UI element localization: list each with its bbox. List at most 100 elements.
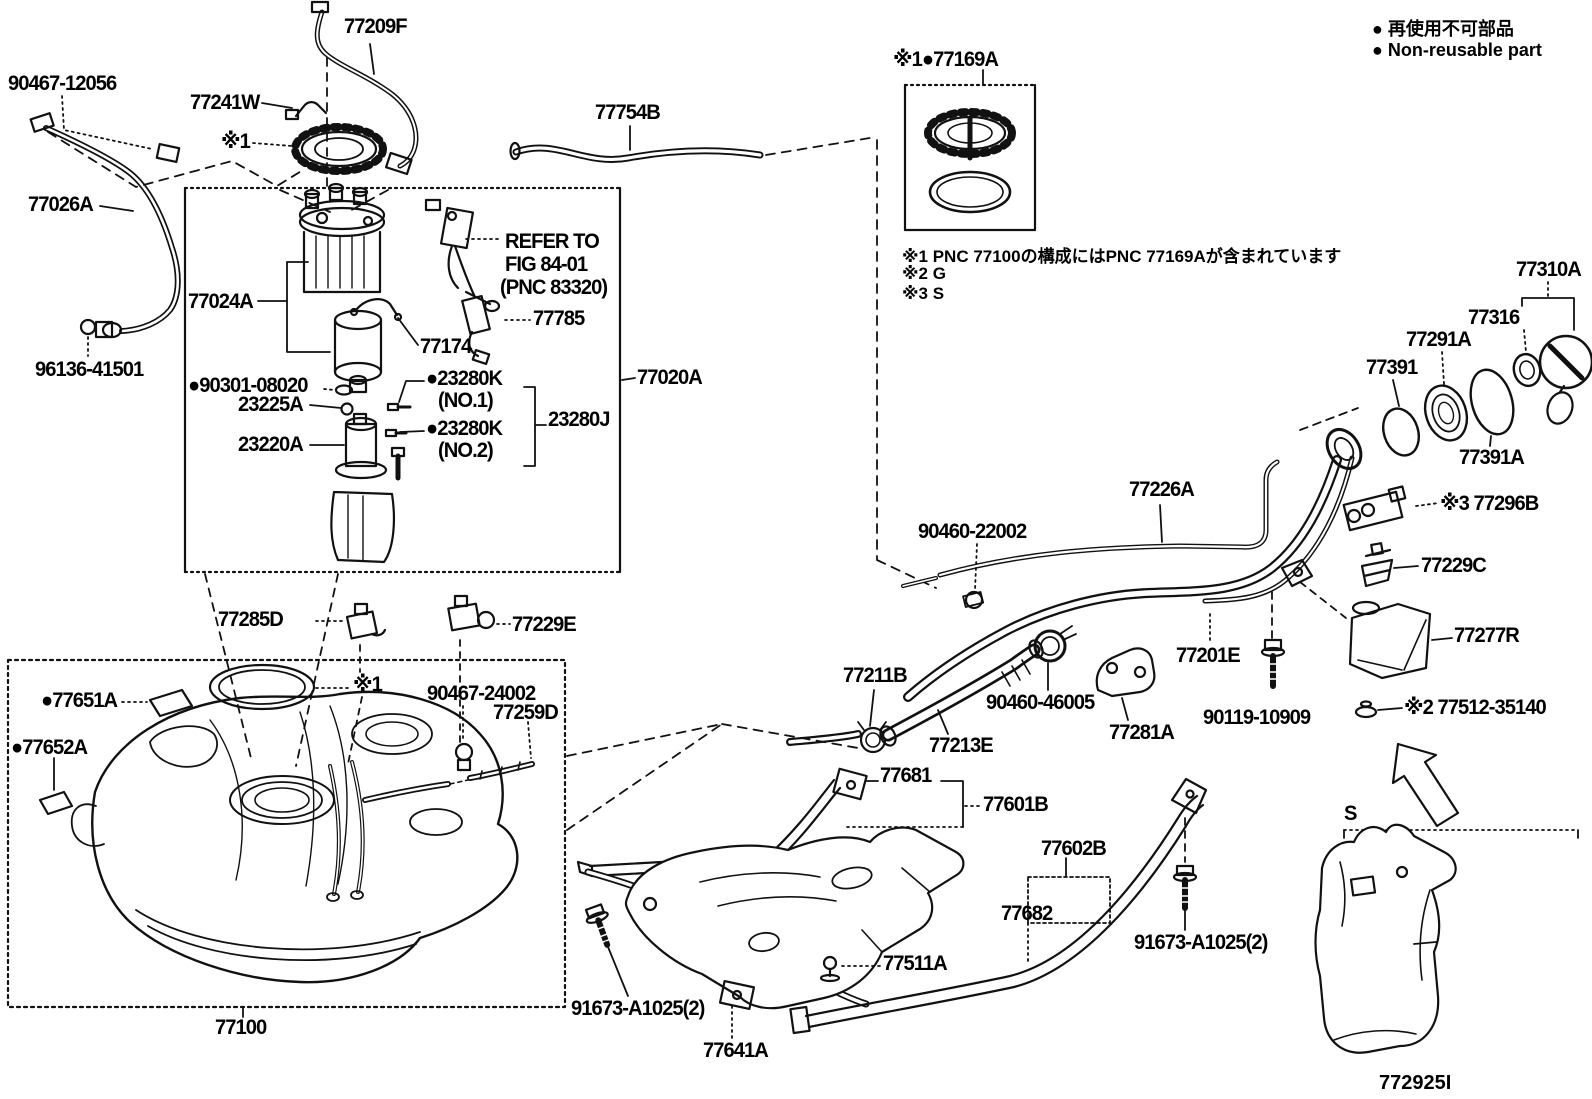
footnote-3: ※3 S [902,284,945,303]
leader-91673-left [605,941,629,997]
part-label-77229e: 77229E [512,613,577,636]
clamp-90460-46005 [1033,625,1077,691]
lockring-inset-parts [924,69,1016,214]
clamp-77229c [1360,542,1419,588]
part-label-77652a: ●77652A [11,736,88,759]
part-label-77026a: 77026A [28,193,94,216]
legend-non-reusable-en: ● Non-reusable part [1372,40,1542,60]
tank-outlet-pipe-77211b [786,689,887,754]
shield-77277r-upper [1348,600,1453,680]
footnote-2: ※2 G [902,264,946,283]
part-label-77316: 77316 [1468,306,1520,329]
part-label-77277r-upper: 77277R [1454,624,1520,647]
part-label-96136-41501: 96136-41501 [35,358,144,381]
part-label-77229c: 77229C [1421,554,1487,577]
construction-dashes-topleft [47,131,304,188]
dashes-clamps-to-tank [347,639,461,765]
part-label-77024a: 77024A [188,290,254,313]
part-label-23280k-no2: ●23280K [426,417,503,440]
part-label-77682: 77682 [1001,902,1053,925]
bolt-90119-10909 [1260,638,1286,689]
clamp-90460-22002 [962,543,985,610]
shield-77277r-lower [1314,823,1457,1054]
part-label-refer-line3: (PNC 83320) [500,276,608,299]
part-label-77291a: 77291A [1406,328,1472,351]
part-label-77174: 77174 [420,335,472,358]
part-label-77681: 77681 [880,764,932,787]
part-label-23280k-no2-sub: (NO.2) [438,439,494,462]
fuel-tank-box [6,658,567,1009]
part-label-23225a: 23225A [238,393,304,416]
filler-pipe [903,427,1363,702]
part-label-23280k-no1: ●23280K [426,367,503,390]
part-label-77201e: 77201E [1176,644,1241,667]
part-label-90460-46005: 90460-46005 [986,691,1095,714]
part-label-90460-22002: 90460-22002 [918,520,1027,543]
part-label-77310a: 77310A [1516,258,1582,281]
part-label-77213e: 77213E [929,734,994,757]
part-label-23280k-no1-sub: (NO.1) [438,389,494,412]
part-label-77209f: 77209F [344,15,408,38]
lock-ring-top [252,57,387,187]
tube-77209f [310,0,419,176]
part-label-90119-10909: 90119-10909 [1203,706,1311,729]
dashes-box-to-tank [204,573,339,767]
part-label-77641a: 77641A [703,1039,769,1062]
bracket-77281a [1095,647,1156,721]
hose-77026a [29,95,181,357]
part-label-77285d: 77285D [218,608,284,631]
footnote-1: ※1 PNC 77100の構成にはPNC 77169Aが含まれています [902,247,1342,266]
part-label-77391: 77391 [1366,356,1418,379]
clamp-77285d [315,602,387,640]
part-label-refer-line2: FIG 84-01 [505,253,588,276]
heat-shield-77641a [624,826,965,1039]
part-label-77100: 77100 [215,1016,267,1039]
valve-77296b [1342,485,1440,532]
bracket-77602b [1027,857,1111,963]
part-label-23220a: 23220A [238,433,304,456]
part-label-77512-35140: ※2 77512-35140 [1404,696,1547,719]
direction-arrow [1391,742,1460,828]
dash-cone-to-hose [566,723,859,831]
part-label-90467-24002: 90467-24002 [427,682,536,705]
part-label-ref-1-tank: ※1 [353,673,383,696]
part-label-refer-line1: REFER TO [505,230,600,253]
part-label-s-variant: S [1344,802,1357,825]
pin-77511a [819,955,881,983]
bolt-91673-left [584,903,612,948]
part-label-91673-a1025-left: 91673-A1025(2) [571,997,705,1020]
fuel-pump-module [257,182,547,564]
pump-module-box [183,186,622,574]
bolt-91673-right [1172,817,1198,931]
part-label-77511a: 77511A [883,952,948,975]
hose-77754b [509,125,937,589]
part-label-77241w: 77241W [190,91,260,114]
part-label-77391a: 77391A [1459,446,1525,469]
grommet-and-hose-77259d [362,705,535,803]
figure-number: 772925I [1379,1072,1452,1094]
part-label-77226a: 77226A [1129,478,1195,501]
part-label-77754b: 77754B [595,101,661,124]
clip-77241w [261,101,328,121]
lockring-inset-box [903,83,1037,232]
part-label-90467-12056: 90467-12056 [8,72,117,95]
tank-pads [38,688,194,816]
clamp-77229e [447,594,511,632]
legend-non-reusable-jp: ● 再使用不可部品 [1372,19,1514,39]
part-label-77281a: 77281A [1109,721,1175,744]
part-label-23280j: 23280J [548,408,610,431]
part-label-77211b: 77211B [843,664,908,687]
dash-pipe-to-shield [1299,581,1347,619]
part-label-77602b: 77602B [1041,837,1107,860]
part-label-77651a: ●77651A [41,689,118,712]
tank-gasket-ring [208,663,351,711]
part-label-91673-a1025-right: 91673-A1025(2) [1134,931,1268,954]
part-label-77020a: 77020A [637,366,703,389]
part-label-90301-08020: ●90301-08020 [188,374,308,397]
part-label-77296b: ※3 77296B [1440,492,1539,515]
leader-77020a [621,377,636,381]
part-label-77169a: ※1●77169A [893,48,999,71]
part-label-ref-1-top: ※1 [221,130,251,153]
